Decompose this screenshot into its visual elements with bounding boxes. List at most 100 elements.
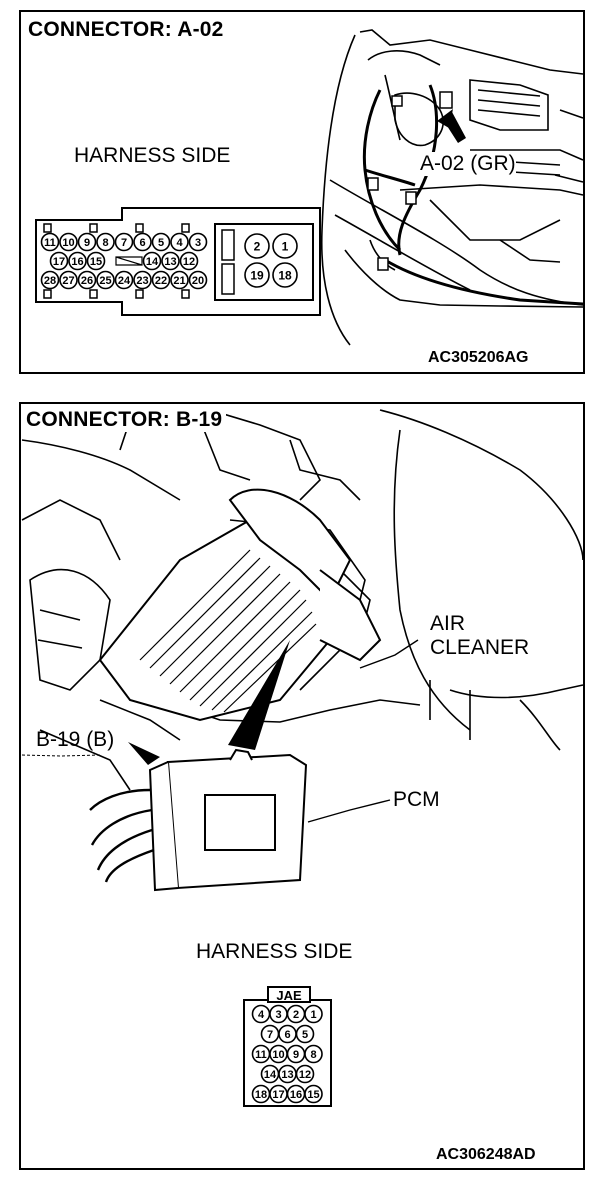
pcm-pointer-triangle (228, 640, 290, 750)
svg-text:16: 16 (290, 1089, 302, 1101)
b19-pin-18: 18 (251, 1084, 271, 1104)
svg-text:2: 2 (254, 239, 261, 253)
b19-pin-13: 13 (278, 1064, 297, 1084)
air-cleaner-label-line2: CLEANER (430, 636, 530, 659)
svg-text:4: 4 (176, 237, 183, 249)
pin-1: 1 (272, 233, 298, 259)
svg-text:3: 3 (275, 1009, 281, 1021)
svg-text:5: 5 (158, 237, 164, 249)
pin-2: 2 (244, 233, 270, 259)
pin-13: 13 (161, 251, 180, 271)
svg-text:17: 17 (272, 1089, 284, 1101)
svg-text:7: 7 (121, 237, 127, 249)
b19-pin-11: 11 (251, 1044, 271, 1064)
pin-19: 19 (244, 262, 270, 288)
b19-pin-16: 16 (286, 1084, 306, 1104)
pin-5: 5 (151, 232, 171, 252)
svg-text:6: 6 (139, 237, 145, 249)
svg-text:28: 28 (44, 275, 56, 287)
wiring-harness-a (362, 84, 584, 306)
engine-bay-illustration-a (320, 29, 584, 346)
small-connectors-a (367, 91, 453, 271)
svg-text:20: 20 (192, 275, 204, 287)
svg-text:18: 18 (278, 268, 292, 282)
svg-text:25: 25 (99, 275, 111, 287)
pin-24: 24 (114, 270, 134, 290)
svg-text:9: 9 (84, 237, 90, 249)
svg-text:10: 10 (272, 1049, 284, 1061)
b19-pin-1: 1 (304, 1004, 323, 1024)
pin-3: 3 (188, 232, 208, 252)
b19-callout-label: B-19 (B) (36, 728, 115, 751)
pin-6: 6 (133, 232, 152, 252)
svg-text:11: 11 (44, 237, 56, 249)
svg-text:26: 26 (81, 275, 93, 287)
pin-4: 4 (170, 232, 189, 252)
panel-a-harness-side-label: HARNESS SIDE (74, 144, 231, 167)
pcm-label: PCM (393, 788, 440, 811)
panel-a-figure-code: AC305206AG (428, 349, 529, 366)
b19-pin-15: 15 (304, 1084, 323, 1104)
pcm-leader (307, 799, 391, 823)
pcm-harness-wires (89, 788, 155, 883)
b19-pin-8: 8 (304, 1044, 323, 1064)
svg-text:27: 27 (62, 275, 74, 287)
svg-text:6: 6 (284, 1029, 290, 1041)
svg-text:21: 21 (173, 275, 185, 287)
svg-text:16: 16 (71, 256, 83, 268)
svg-text:10: 10 (62, 237, 74, 249)
svg-text:13: 13 (164, 256, 176, 268)
b19-pin-12: 12 (295, 1064, 315, 1084)
panel-connector-b19 (19, 402, 585, 1170)
pin-28: 28 (40, 270, 60, 290)
panel-b-figure-code: AC306248AD (436, 1146, 536, 1163)
air-cleaner-ribs (139, 549, 317, 713)
pin-25: 25 (96, 270, 115, 290)
panel-b-harness-side-label: HARNESS SIDE (196, 940, 353, 963)
svg-text:15: 15 (90, 256, 102, 268)
svg-text:11: 11 (255, 1049, 267, 1061)
svg-text:1: 1 (282, 239, 289, 253)
svg-text:12: 12 (299, 1069, 311, 1081)
pin-16: 16 (68, 251, 87, 271)
svg-text:8: 8 (102, 237, 108, 249)
svg-text:23: 23 (136, 275, 148, 287)
pin-23: 23 (133, 270, 152, 290)
svg-text:19: 19 (250, 268, 264, 282)
pin-9: 9 (77, 232, 97, 252)
pin-11: 11 (40, 232, 60, 252)
connector-a02-latches (43, 223, 235, 299)
pin-20: 20 (188, 270, 208, 290)
svg-text:15: 15 (307, 1089, 319, 1101)
pin-14: 14 (142, 251, 162, 271)
pin-18: 18 (272, 262, 298, 288)
svg-text:2: 2 (293, 1009, 299, 1021)
panel-a-title: CONNECTOR: A-02 (28, 18, 224, 41)
panel-b-title: CONNECTOR: B-19 (26, 408, 227, 432)
svg-text:8: 8 (310, 1049, 316, 1061)
pin-7: 7 (114, 232, 134, 252)
air-cleaner-label-line1: AIR (430, 612, 466, 635)
svg-text:13: 13 (281, 1069, 293, 1081)
svg-text:22: 22 (155, 275, 167, 287)
b19-pin-3: 3 (269, 1004, 288, 1024)
pcm-illustration (148, 748, 308, 892)
pin-21: 21 (170, 270, 189, 290)
pin-15: 15 (86, 251, 106, 271)
pin-10: 10 (59, 232, 78, 252)
svg-text:4: 4 (258, 1009, 265, 1021)
polarizing-slot (115, 256, 143, 266)
connector-b19-jae-label: JAE (276, 988, 302, 1003)
svg-text:14: 14 (146, 256, 159, 268)
svg-text:17: 17 (53, 256, 65, 268)
air-cleaner-leader (359, 639, 419, 669)
pin-27: 27 (59, 270, 78, 290)
b19-pin-17: 17 (269, 1084, 288, 1104)
svg-text:18: 18 (255, 1089, 267, 1101)
svg-text:3: 3 (195, 237, 201, 249)
pin-8: 8 (96, 232, 115, 252)
pin-26: 26 (77, 270, 97, 290)
broken-leader (21, 754, 101, 757)
pin-22: 22 (151, 270, 171, 290)
